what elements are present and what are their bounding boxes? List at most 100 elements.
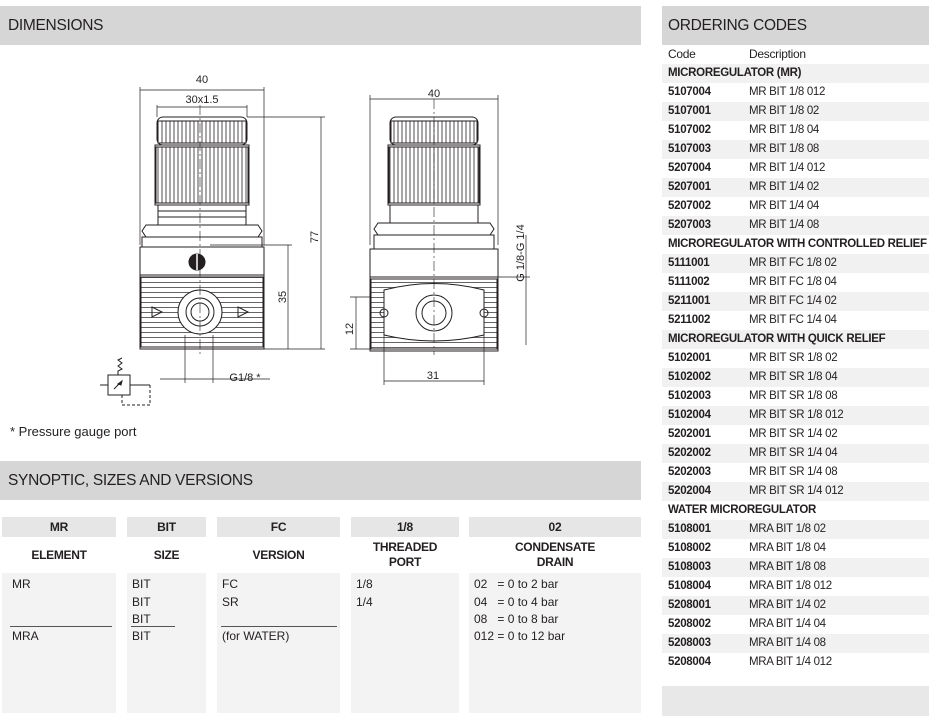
syn-value: BIT — [132, 577, 151, 591]
table-row: 5211001 MR BIT FC 1/4 02 — [662, 292, 929, 311]
section-title: MICROREGULATOR WITH QUICK RELIEF — [668, 333, 886, 345]
syn-value: 08 = 0 to 8 bar — [474, 612, 559, 626]
order-code: 5207001 — [668, 181, 711, 193]
order-description: MR BIT 1/8 08 — [749, 143, 820, 155]
regulator-symbol-icon — [100, 357, 151, 406]
col-code: Code — [668, 47, 696, 61]
syn-value: FC — [222, 577, 238, 591]
order-description: MR BIT 1/4 02 — [749, 181, 820, 193]
order-description: MR BIT 1/4 012 — [749, 162, 826, 174]
syn-body-drain: 02 = 0 to 2 bar 04 = 0 to 4 bar 08 = 0 t… — [469, 573, 641, 713]
order-description: MRA BIT 1/8 012 — [749, 580, 832, 592]
syn-code-version: FC — [217, 517, 340, 537]
order-code: 5211002 — [668, 314, 711, 326]
ordering-title: ORDERING CODES — [668, 17, 807, 34]
order-code: 5202001 — [668, 428, 711, 440]
dim-total-height: 77 — [309, 231, 321, 243]
dim-right-bottom: 31 — [427, 370, 439, 382]
section-title: MICROREGULATOR (MR) — [668, 67, 802, 79]
order-description: MR BIT SR 1/4 012 — [749, 485, 844, 497]
dimension-drawing: 40 30x1.5 77 35 G1/8 * 40 G 1/8-G 1/4 12… — [0, 45, 641, 455]
table-row: 5211002 MR BIT FC 1/4 04 — [662, 311, 929, 330]
section-row: MICROREGULATOR WITH QUICK RELIEF — [662, 330, 929, 349]
order-code: 5208001 — [668, 599, 711, 611]
order-description: MR BIT FC 1/4 04 — [749, 314, 837, 326]
section-row: MICROREGULATOR (MR) — [662, 64, 929, 83]
section-row: WATER MICROREGULATOR — [662, 501, 929, 520]
table-row: 5208002 MRA BIT 1/4 04 — [662, 615, 929, 634]
order-code: 5111002 — [668, 276, 710, 288]
order-code: 5207004 — [668, 162, 711, 174]
ordering-column-header: Code Description — [662, 45, 929, 64]
order-code: 5208003 — [668, 637, 711, 649]
table-row: 5202001 MR BIT SR 1/4 02 — [662, 425, 929, 444]
dim-port-label: G1/8 * — [229, 372, 261, 384]
order-code: 5207002 — [668, 200, 711, 212]
order-code: 5207003 — [668, 219, 711, 231]
order-code: 5108003 — [668, 561, 711, 573]
order-description: MRA BIT 1/4 02 — [749, 599, 826, 611]
table-row: 5111002 MR BIT FC 1/8 04 — [662, 273, 929, 292]
section-title: MICROREGULATOR WITH CONTROLLED RELIEF — [668, 238, 927, 250]
table-row: 5207001 MR BIT 1/4 02 — [662, 178, 929, 197]
syn-value: 04 = 0 to 4 bar — [474, 595, 559, 609]
dimensions-title: DIMENSIONS — [8, 17, 104, 34]
syn-value: MRA — [12, 629, 39, 643]
syn-code-size: BIT — [127, 517, 206, 537]
order-description: MR BIT SR 1/8 08 — [749, 390, 838, 402]
order-code: 5202002 — [668, 447, 711, 459]
table-row: 5107002 MR BIT 1/8 04 — [662, 121, 929, 140]
syn-head-port: THREADED PORT — [351, 537, 459, 573]
order-description: MRA BIT 1/8 08 — [749, 561, 826, 573]
dimensions-header: DIMENSIONS — [0, 6, 641, 45]
ordering-rows: MICROREGULATOR (MR) 5107004 MR BIT 1/8 012… — [662, 64, 929, 672]
order-code: 5107004 — [668, 86, 711, 98]
order-code: 5208002 — [668, 618, 711, 630]
syn-code-drain: 02 — [469, 517, 641, 537]
syn-value: 012 = 0 to 12 bar — [474, 629, 566, 643]
order-description: MR BIT SR 1/4 02 — [749, 428, 838, 440]
order-code: 5111001 — [668, 257, 710, 269]
table-row: 5108003 MRA BIT 1/8 08 — [662, 558, 929, 577]
syn-value: BIT — [132, 629, 151, 643]
syn-head-version: VERSION — [217, 537, 340, 573]
synoptic-title: SYNOPTIC, SIZES AND VERSIONS — [8, 472, 253, 489]
syn-value: BIT — [132, 595, 151, 609]
order-description: MR BIT FC 1/8 04 — [749, 276, 837, 288]
order-code: 5108004 — [668, 580, 711, 592]
dim-lower-height: 35 — [277, 291, 289, 303]
order-description: MR BIT 1/8 04 — [749, 124, 820, 136]
table-row: 5107004 MR BIT 1/8 012 — [662, 83, 929, 102]
order-description: MRA BIT 1/4 04 — [749, 618, 826, 630]
order-description: MR BIT 1/8 012 — [749, 86, 826, 98]
ordering-footer — [662, 686, 929, 716]
syn-body-port: 1/8 1/4 — [351, 573, 459, 713]
order-description: MR BIT FC 1/4 02 — [749, 295, 837, 307]
table-row: 5108004 MRA BIT 1/8 012 — [662, 577, 929, 596]
dim-right-height: 12 — [344, 323, 356, 335]
technical-drawing-svg: 40 30x1.5 77 35 G1/8 * 40 G 1/8-G 1/4 12… — [100, 74, 530, 406]
order-description: MR BIT SR 1/4 08 — [749, 466, 838, 478]
order-code: 5108002 — [668, 542, 711, 554]
dim-left-thread: 30x1.5 — [185, 94, 218, 106]
syn-value: MR — [12, 577, 31, 591]
order-code: 5211001 — [668, 295, 711, 307]
order-code: 5102004 — [668, 409, 711, 421]
ordering-header: ORDERING CODES — [662, 6, 929, 45]
order-code: 5107002 — [668, 124, 711, 136]
syn-head-element: ELEMENT — [2, 537, 116, 573]
dim-right-width: 40 — [428, 88, 440, 100]
order-description: MR BIT FC 1/8 02 — [749, 257, 837, 269]
syn-head-drain: CONDENSATE DRAIN — [469, 537, 641, 573]
